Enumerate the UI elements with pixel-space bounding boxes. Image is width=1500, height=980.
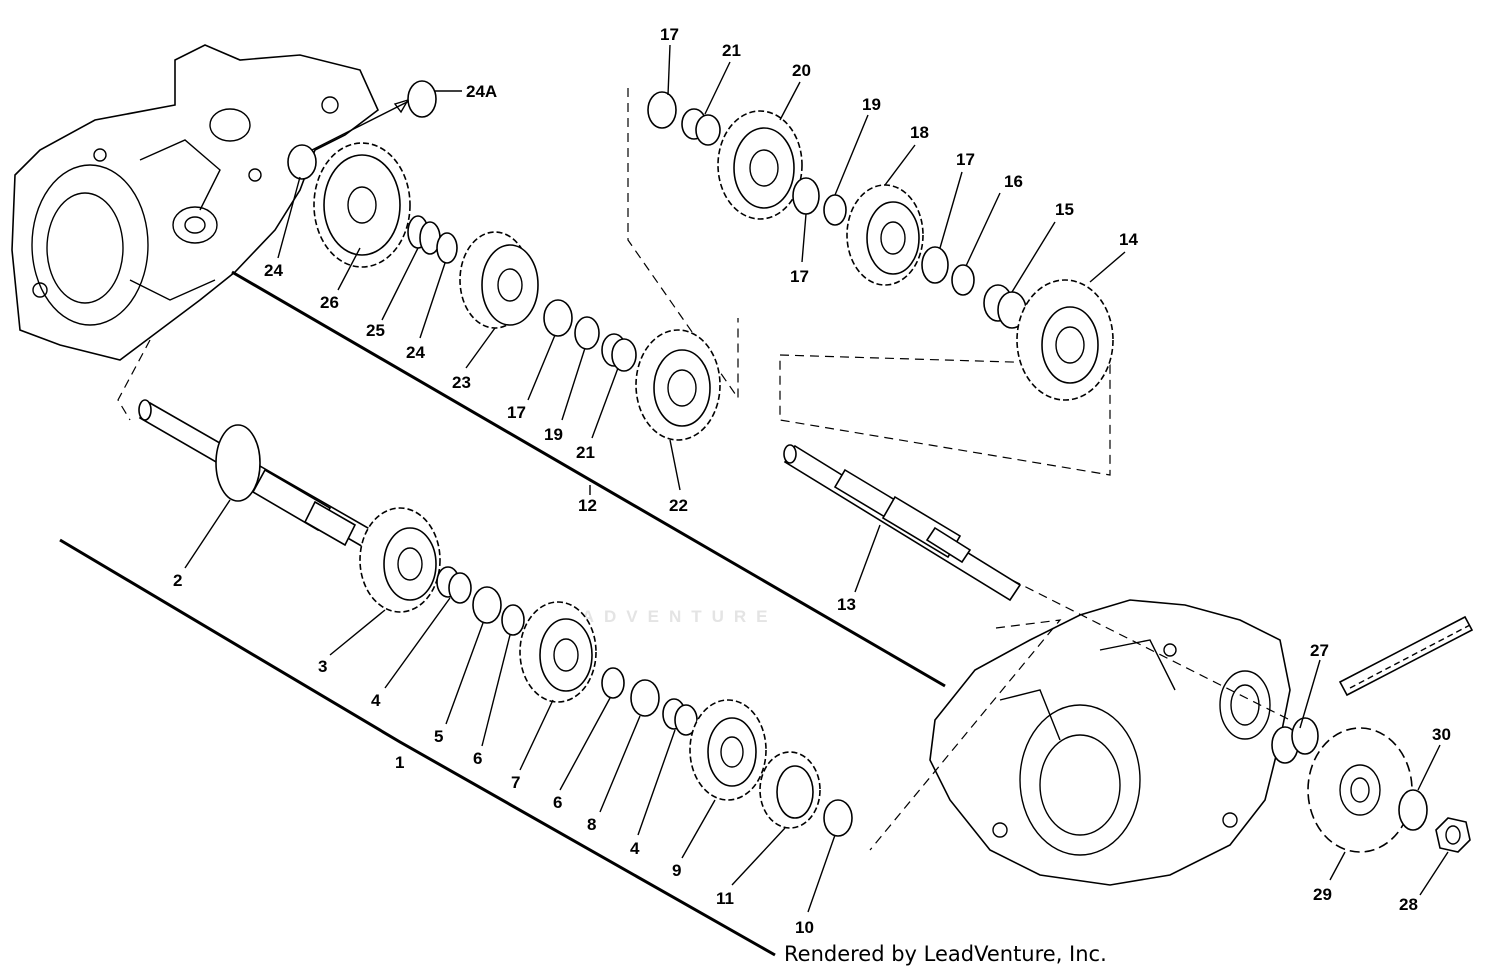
circlip-10 bbox=[823, 799, 853, 837]
gear-9 bbox=[689, 699, 767, 801]
callout-5: 5 bbox=[434, 727, 443, 746]
callout-27: 27 bbox=[1310, 641, 1329, 660]
callout-9: 9 bbox=[672, 861, 681, 880]
callout-24: 24 bbox=[264, 261, 283, 280]
callout-19: 19 bbox=[544, 425, 563, 444]
left-crankcase bbox=[11, 44, 379, 361]
gear-14 bbox=[1016, 279, 1114, 401]
callout-6: 6 bbox=[553, 793, 562, 812]
gear-11 bbox=[759, 751, 821, 829]
circlip-19 bbox=[574, 316, 600, 350]
circlip-6 bbox=[601, 667, 625, 699]
lock-washer-30 bbox=[1398, 789, 1428, 831]
washer-17 bbox=[921, 246, 949, 284]
countershaft bbox=[783, 444, 1022, 602]
callout-17: 17 bbox=[790, 267, 809, 286]
mainshaft bbox=[138, 399, 377, 550]
callout-30: 30 bbox=[1432, 725, 1451, 744]
callout-26: 26 bbox=[320, 293, 339, 312]
washer-24 bbox=[287, 144, 317, 180]
bearing-4 bbox=[436, 566, 472, 604]
callout-labels: 24A 24 26 25 24 23 17 19 21 22 12 17 21 … bbox=[173, 25, 1451, 937]
sprocket-29 bbox=[1307, 727, 1413, 853]
gear-3 bbox=[359, 507, 441, 613]
nut-28 bbox=[1435, 817, 1471, 853]
gear-23 bbox=[459, 231, 539, 329]
callout-15: 15 bbox=[1055, 200, 1074, 219]
callout-3: 3 bbox=[318, 657, 327, 676]
callout-2: 2 bbox=[173, 571, 182, 590]
callout-22: 22 bbox=[669, 496, 688, 515]
bearing-4 bbox=[662, 698, 698, 736]
circlip-16 bbox=[951, 264, 975, 296]
callout-14: 14 bbox=[1119, 230, 1138, 249]
callout-17: 17 bbox=[956, 150, 975, 169]
callout-24a: 24A bbox=[466, 82, 497, 101]
washer-17 bbox=[792, 177, 820, 215]
callout-13: 13 bbox=[837, 595, 856, 614]
leader-lines bbox=[184, 44, 1449, 913]
gear-22 bbox=[635, 329, 721, 441]
circlip-19 bbox=[823, 194, 847, 226]
callout-19: 19 bbox=[862, 95, 881, 114]
bushing-25 bbox=[407, 215, 441, 255]
callout-23: 23 bbox=[452, 373, 471, 392]
callout-17: 17 bbox=[507, 403, 526, 422]
callout-12: 12 bbox=[578, 496, 597, 515]
callout-25: 25 bbox=[366, 321, 385, 340]
washer-17 bbox=[647, 91, 677, 129]
washer-24 bbox=[436, 232, 458, 264]
bushing-15 bbox=[983, 284, 1027, 329]
callout-11: 11 bbox=[716, 889, 734, 908]
callout-28: 28 bbox=[1399, 895, 1418, 914]
callout-18: 18 bbox=[910, 123, 929, 142]
callout-4: 4 bbox=[371, 691, 381, 710]
callout-10: 10 bbox=[795, 918, 814, 937]
callout-21: 21 bbox=[722, 41, 741, 60]
washer-8 bbox=[630, 679, 660, 717]
bearing-21 bbox=[601, 333, 637, 372]
gear-20 bbox=[717, 110, 803, 220]
circlip-6 bbox=[501, 604, 525, 636]
gear-18 bbox=[846, 184, 924, 286]
callout-8: 8 bbox=[587, 815, 596, 834]
callout-20: 20 bbox=[792, 61, 811, 80]
gear-26 bbox=[313, 142, 411, 268]
washer-5 bbox=[472, 586, 502, 624]
callout-7: 7 bbox=[511, 773, 520, 792]
callout-6: 6 bbox=[473, 749, 482, 768]
callout-4: 4 bbox=[630, 839, 640, 858]
drive-chain bbox=[1338, 615, 1474, 697]
washer-17 bbox=[543, 299, 573, 337]
render-credit: Rendered by LeadVenture, Inc. bbox=[784, 942, 1107, 966]
bracket-1 bbox=[59, 538, 776, 957]
gear-7 bbox=[519, 601, 597, 703]
washer-24a bbox=[407, 80, 437, 118]
callout-24: 24 bbox=[406, 343, 425, 362]
bearing-21 bbox=[681, 108, 721, 146]
callout-17: 17 bbox=[660, 25, 679, 44]
right-crankcase bbox=[929, 599, 1291, 886]
watermark: LEADVENTURE bbox=[540, 607, 778, 626]
bushing-27 bbox=[1271, 717, 1319, 764]
callout-1: 1 bbox=[395, 753, 404, 772]
callout-16: 16 bbox=[1004, 172, 1023, 191]
bracket-12 bbox=[231, 270, 946, 688]
callout-29: 29 bbox=[1313, 885, 1332, 904]
callout-21: 21 bbox=[576, 443, 595, 462]
